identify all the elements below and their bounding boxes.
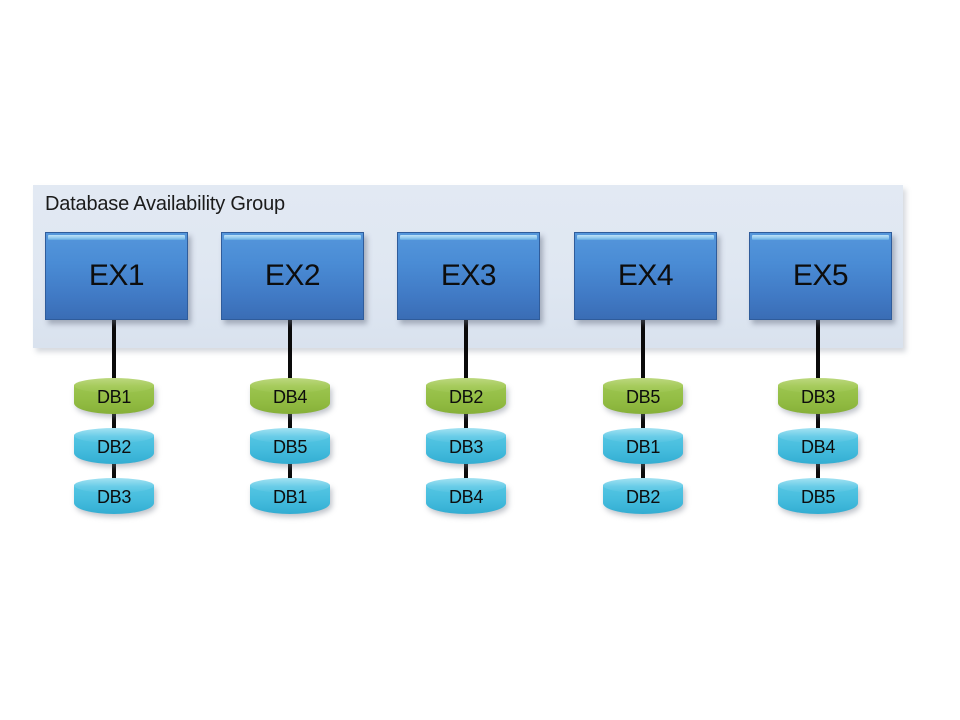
database-cylinder-active[interactable]: DB3 bbox=[778, 378, 858, 418]
database-cylinder-passive[interactable]: DB1 bbox=[250, 478, 330, 518]
database-cylinder-active[interactable]: DB4 bbox=[250, 378, 330, 418]
cylinder-top-ellipse bbox=[74, 478, 154, 493]
database-label: DB3 bbox=[96, 487, 132, 507]
database-cylinder-passive[interactable]: DB1 bbox=[603, 428, 683, 468]
exchange-server-label: EX1 bbox=[88, 259, 145, 292]
cylinder-top-ellipse bbox=[74, 378, 154, 393]
database-label: DB2 bbox=[96, 437, 132, 457]
exchange-server-label: EX3 bbox=[440, 259, 497, 292]
cylinder-top-ellipse bbox=[426, 428, 506, 443]
database-cylinder-passive[interactable]: DB5 bbox=[250, 428, 330, 468]
exchange-server-ex1[interactable]: EX1 bbox=[45, 232, 188, 320]
database-label: DB2 bbox=[448, 387, 484, 407]
cylinder-top-ellipse bbox=[778, 428, 858, 443]
database-cylinder-passive[interactable]: DB2 bbox=[74, 428, 154, 468]
database-label: DB3 bbox=[800, 387, 836, 407]
exchange-server-ex5[interactable]: EX5 bbox=[749, 232, 892, 320]
cylinder-top-ellipse bbox=[426, 478, 506, 493]
database-label: DB5 bbox=[272, 437, 308, 457]
database-cylinder-active[interactable]: DB2 bbox=[426, 378, 506, 418]
exchange-server-label: EX4 bbox=[617, 259, 674, 292]
database-cylinder-active[interactable]: DB5 bbox=[603, 378, 683, 418]
database-label: DB3 bbox=[448, 437, 484, 457]
cylinder-top-ellipse bbox=[603, 478, 683, 493]
database-label: DB1 bbox=[272, 487, 308, 507]
database-cylinder-passive[interactable]: DB5 bbox=[778, 478, 858, 518]
cylinder-top-ellipse bbox=[250, 478, 330, 493]
dag-title: Database Availability Group bbox=[45, 193, 285, 215]
exchange-server-ex3[interactable]: EX3 bbox=[397, 232, 540, 320]
database-label: DB4 bbox=[272, 387, 308, 407]
database-cylinder-passive[interactable]: DB4 bbox=[426, 478, 506, 518]
database-label: DB2 bbox=[625, 487, 661, 507]
cylinder-top-ellipse bbox=[603, 378, 683, 393]
database-label: DB4 bbox=[448, 487, 484, 507]
database-label: DB1 bbox=[625, 437, 661, 457]
cylinder-top-ellipse bbox=[74, 428, 154, 443]
cylinder-top-ellipse bbox=[778, 378, 858, 393]
exchange-server-ex2[interactable]: EX2 bbox=[221, 232, 364, 320]
database-cylinder-passive[interactable]: DB3 bbox=[426, 428, 506, 468]
cylinder-top-ellipse bbox=[778, 478, 858, 493]
database-cylinder-passive[interactable]: DB2 bbox=[603, 478, 683, 518]
cylinder-top-ellipse bbox=[426, 378, 506, 393]
database-label: DB5 bbox=[625, 387, 661, 407]
cylinder-top-ellipse bbox=[250, 378, 330, 393]
database-label: DB1 bbox=[96, 387, 132, 407]
database-cylinder-passive[interactable]: DB4 bbox=[778, 428, 858, 468]
exchange-server-ex4[interactable]: EX4 bbox=[574, 232, 717, 320]
database-label: DB5 bbox=[800, 487, 836, 507]
database-label: DB4 bbox=[800, 437, 836, 457]
cylinder-top-ellipse bbox=[250, 428, 330, 443]
exchange-server-label: EX5 bbox=[792, 259, 849, 292]
cylinder-top-ellipse bbox=[603, 428, 683, 443]
exchange-server-label: EX2 bbox=[264, 259, 321, 292]
database-cylinder-passive[interactable]: DB3 bbox=[74, 478, 154, 518]
database-cylinder-active[interactable]: DB1 bbox=[74, 378, 154, 418]
